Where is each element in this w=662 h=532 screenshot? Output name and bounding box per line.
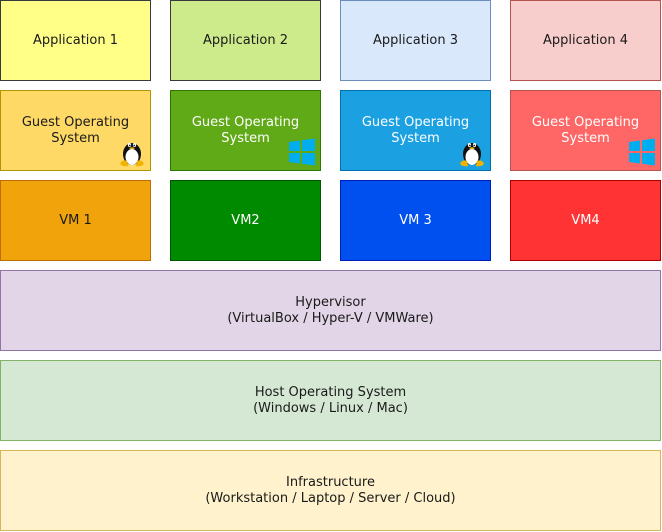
windows-logo-icon [289, 138, 315, 166]
guest-os-4-line2: System [561, 130, 610, 146]
guest-os-1-box: Guest Operating System [0, 90, 151, 171]
host-os-layer: Host Operating System (Windows / Linux /… [0, 360, 661, 441]
application-4-label: Application 4 [542, 32, 629, 48]
guest-os-3-line1: Guest Operating [361, 114, 470, 130]
vm-4-label: VM4 [571, 212, 600, 228]
application-2-label: Application 2 [202, 32, 289, 48]
linux-tux-icon [120, 143, 144, 167]
hypervisor-subtitle: (VirtualBox / Hyper-V / VMWare) [227, 310, 434, 326]
guest-os-3-line2: System [391, 130, 440, 146]
hypervisor-layer: Hypervisor (VirtualBox / Hyper-V / VMWar… [0, 270, 661, 351]
vm-3-label: VM 3 [399, 212, 432, 228]
application-4-box: Application 4 [510, 0, 661, 81]
guest-os-3-box: Guest Operating System [340, 90, 491, 171]
application-1-box: Application 1 [0, 0, 151, 81]
application-3-box: Application 3 [340, 0, 491, 81]
vm-4-box: VM4 [510, 180, 661, 261]
vm-1-label: VM 1 [59, 212, 92, 228]
application-2-box: Application 2 [170, 0, 321, 81]
guest-os-1-line1: Guest Operating [21, 114, 130, 130]
host-os-title: Host Operating System [254, 384, 407, 400]
guest-os-2-line2: System [221, 130, 270, 146]
hypervisor-title: Hypervisor [295, 294, 366, 310]
guest-os-4-box: Guest Operating System [510, 90, 661, 171]
guest-os-2-box: Guest Operating System [170, 90, 321, 171]
vm-2-box: VM2 [170, 180, 321, 261]
linux-tux-icon [460, 143, 484, 167]
host-os-subtitle: (Windows / Linux / Mac) [253, 400, 408, 416]
guest-os-4-line1: Guest Operating [531, 114, 640, 130]
infrastructure-subtitle: (Workstation / Laptop / Server / Cloud) [205, 490, 456, 506]
vm-2-label: VM2 [231, 212, 260, 228]
vm-1-box: VM 1 [0, 180, 151, 261]
vm-3-box: VM 3 [340, 180, 491, 261]
windows-logo-icon [629, 138, 655, 166]
infrastructure-layer: Infrastructure (Workstation / Laptop / S… [0, 450, 661, 531]
application-1-label: Application 1 [32, 32, 119, 48]
application-3-label: Application 3 [372, 32, 459, 48]
infrastructure-title: Infrastructure [286, 474, 375, 490]
guest-os-1-line2: System [51, 130, 100, 146]
guest-os-2-line1: Guest Operating [191, 114, 300, 130]
